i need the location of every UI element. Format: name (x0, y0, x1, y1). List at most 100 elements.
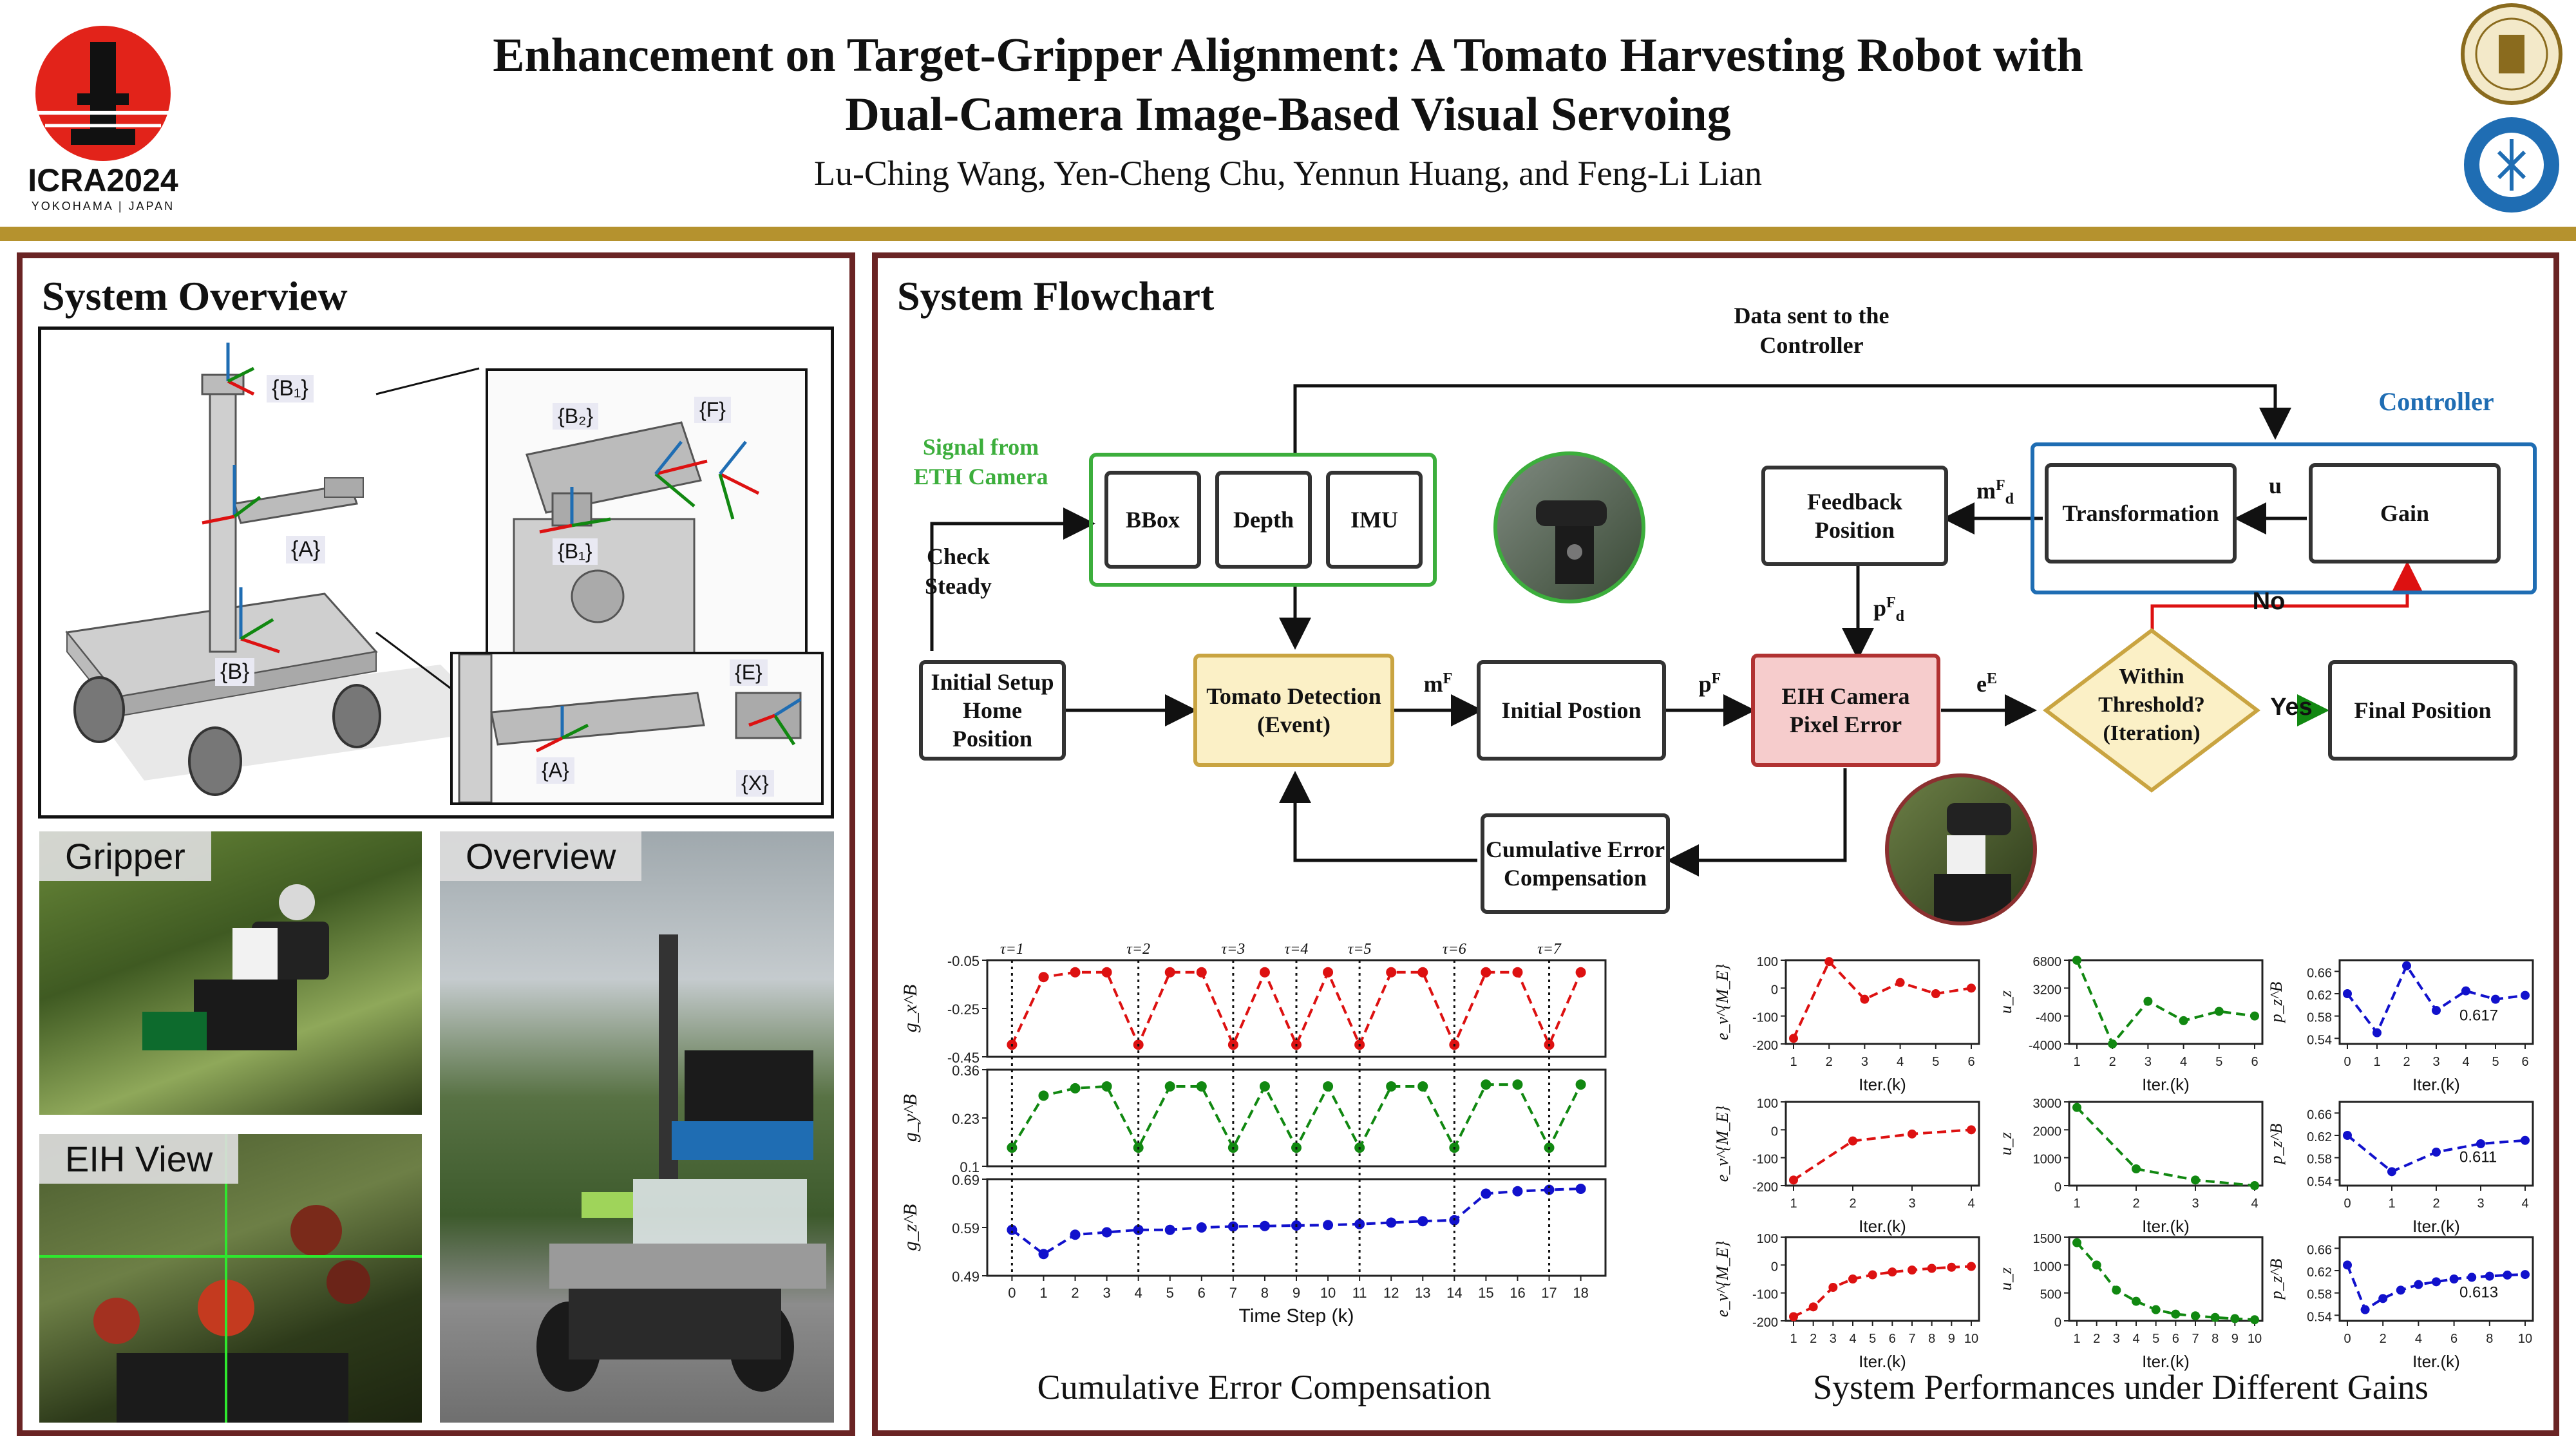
frame-label-a: {A} (286, 536, 326, 564)
p3-ytick-label: 0.54 (2307, 1310, 2332, 1324)
u3-xtick-label: 5 (2152, 1332, 2159, 1346)
results-charts: -0.05-0.25-0.45g_x^B0.360.230.1g_y^B0.69… (900, 941, 2534, 1371)
p2-point (2343, 1131, 2352, 1140)
p3-ytick-label: 0.66 (2307, 1243, 2332, 1257)
gy-ytick-label: 0.1 (960, 1159, 980, 1175)
p3-ytick-label: 0.58 (2307, 1288, 2332, 1302)
gy-ytick-label: 0.36 (952, 1063, 980, 1079)
u2-xtick-label: 4 (2251, 1197, 2258, 1211)
u3-point (2132, 1296, 2141, 1306)
gz-point (1417, 1216, 1428, 1227)
ev2-frame (1785, 1101, 1980, 1187)
p3-point (2360, 1305, 2370, 1314)
ev2-xtick-label: 1 (1790, 1197, 1797, 1211)
title-line-2: Dual-Camera Image-Based Visual Servoing (845, 88, 1731, 141)
p1-point (2461, 986, 2470, 996)
controller-group (2031, 442, 2537, 594)
ev3-point (1848, 1274, 1857, 1283)
gy-point (1259, 1081, 1270, 1092)
gx-point (1196, 967, 1207, 978)
u2-ytick-label: 3000 (2033, 1097, 2062, 1111)
caption-cumulative: Cumulative Error Compensation (1037, 1368, 1492, 1406)
gz-point (1133, 1224, 1144, 1235)
u1-ytick-label: -4000 (2029, 1039, 2061, 1053)
ev3-point (1789, 1312, 1798, 1321)
ev2-xtick-label: 4 (1967, 1197, 1975, 1211)
gz-point (1038, 1249, 1049, 1260)
p2-xlabel: Iter.(k) (2412, 1217, 2460, 1236)
u1-ytick-label: -400 (2036, 1011, 2061, 1025)
p3-xtick-label: 10 (2518, 1332, 2532, 1346)
signal-mdF-sub: d (2005, 491, 2014, 508)
tau-label: τ=7 (1537, 941, 1562, 958)
caption-gains: System Performances under Different Gain… (1813, 1368, 2429, 1406)
gz-xtick-label: 10 (1320, 1285, 1336, 1301)
p2-ytick-label: 0.54 (2307, 1175, 2332, 1189)
ev3-frame (1785, 1236, 1980, 1322)
p1-frame (2338, 959, 2534, 1045)
header-divider (0, 227, 2576, 241)
icra-logo-text: ICRA2024 (28, 162, 178, 198)
u1-point (2143, 996, 2153, 1006)
p2-xtick-label: 3 (2477, 1197, 2484, 1211)
gx-point (1070, 967, 1081, 978)
arm-inset: {E} {A} {X} (450, 652, 824, 805)
p2-point (2521, 1135, 2530, 1145)
frame-label-b1: {B₁} (267, 375, 314, 402)
p1-ytick-label: 0.66 (2307, 966, 2332, 980)
p2-annotation: 0.611 (2459, 1149, 2497, 1166)
u3-xtick-label: 10 (2248, 1332, 2262, 1346)
u2-frame (2068, 1101, 2264, 1187)
ev3-xlabel: Iter.(k) (1859, 1352, 1906, 1371)
ev2-ytick-label: 100 (1757, 1097, 1778, 1111)
ev1-ytick-label: -200 (1752, 1039, 1778, 1053)
p1-ytick-label: 0.58 (2307, 1011, 2332, 1025)
p1-ytick-label: 0.54 (2307, 1033, 2332, 1047)
check-steady-label: Check Steady (924, 544, 992, 599)
tau-label: τ=3 (1221, 941, 1245, 958)
signal-u: u (2268, 473, 2282, 498)
frame-label-f: {F} (694, 397, 731, 423)
poster-authors: Lu-Ching Wang, Yen-Cheng Chu, Yennun Hua… (813, 154, 1763, 193)
ev3-xtick-label: 3 (1830, 1332, 1837, 1346)
controller-label: Controller (2378, 387, 2494, 416)
u3-xtick-label: 6 (2172, 1332, 2179, 1346)
u1-ytick-label: 6800 (2033, 955, 2062, 969)
p1-point (2402, 961, 2411, 971)
p1-xtick-label: 6 (2521, 1055, 2528, 1069)
gz-point (1101, 1227, 1112, 1238)
ev3-point (1967, 1262, 1976, 1271)
ntu-seal-icon (2460, 3, 2563, 106)
ev3-xtick-label: 10 (1964, 1332, 1978, 1346)
u1-xtick-label: 1 (2073, 1055, 2080, 1069)
gx-point (1323, 967, 1334, 978)
gz-ytick-label: 0.69 (952, 1172, 980, 1188)
overview-photo: Overview (440, 831, 834, 1423)
gy-point (1386, 1081, 1397, 1092)
ev1-ytick-label: 0 (1771, 983, 1778, 997)
u2-xlabel: Iter.(k) (2142, 1217, 2190, 1236)
p3-xtick-label: 6 (2450, 1332, 2458, 1346)
gz-xtick-label: 5 (1166, 1285, 1174, 1301)
ev2-ytick-label: -100 (1752, 1153, 1778, 1167)
p1-point (2372, 1028, 2382, 1037)
p1-xtick-label: 4 (2462, 1055, 2469, 1069)
ev2-ylabel: e_v^{M_E} (1713, 1105, 1732, 1182)
u1-xtick-label: 3 (2145, 1055, 2152, 1069)
ev3-ytick-label: -200 (1752, 1316, 1778, 1330)
gripper-photo-label: Gripper (39, 831, 211, 881)
gx-point (1481, 967, 1492, 978)
u2-ytick-label: 1000 (2033, 1153, 2062, 1167)
u1-point (2214, 1007, 2224, 1016)
gz-point (1481, 1188, 1492, 1199)
gz-xtick-label: 8 (1261, 1285, 1269, 1301)
eth-camera-group (1089, 453, 1437, 587)
p2-xtick-label: 2 (2432, 1197, 2439, 1211)
ev2-xtick-label: 3 (1908, 1197, 1915, 1211)
u1-point (2108, 1039, 2117, 1048)
u3-point (2191, 1311, 2200, 1321)
ev1-ytick-label: -100 (1752, 1011, 1778, 1025)
gy-point (1038, 1090, 1049, 1101)
gx-series-line (1010, 969, 1582, 1048)
ev2-point (1908, 1129, 1917, 1139)
